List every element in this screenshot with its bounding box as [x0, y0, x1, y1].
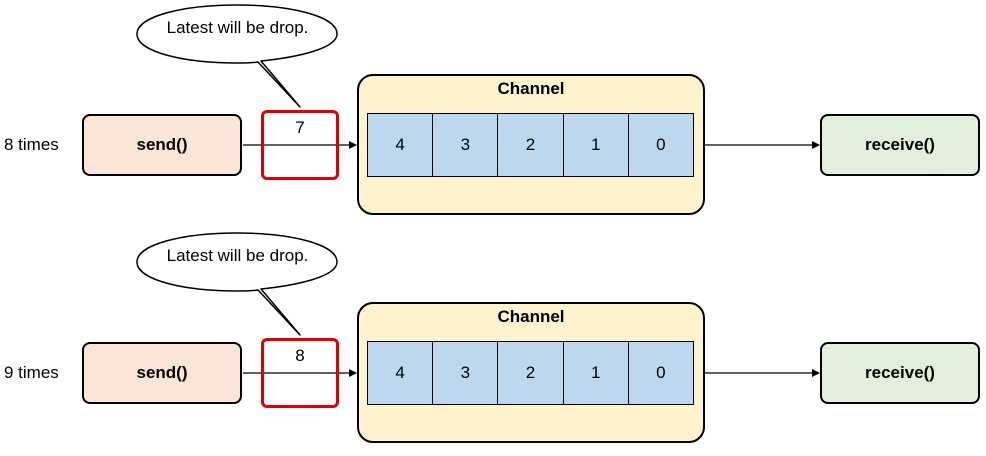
channel-title: Channel [497, 79, 565, 98]
buffer-slot: 0 [628, 114, 694, 176]
buffer-slot: 1 [563, 114, 629, 176]
buffer-slot: 4 [368, 114, 434, 176]
callout-text: Latest will be drop. [166, 18, 309, 37]
send-box: send() [82, 114, 242, 176]
buffer-slot: 2 [498, 342, 564, 404]
row-1-diagram: Latest will be drop. 8 times send() 7 Ch… [4, 4, 980, 215]
buffer-slot: 0 [628, 342, 694, 404]
callout-bubble [136, 232, 338, 336]
times-label: 8 times [4, 135, 59, 154]
receive-box: receive() [820, 342, 980, 404]
buffer-slot: 3 [433, 114, 499, 176]
row-2-diagram: Latest will be drop. 9 times send() 8 Ch… [0, 228, 986, 456]
channel-buffer: 4 3 2 1 0 [367, 341, 694, 405]
incoming-item-value: 7 [295, 118, 305, 137]
send-box: send() [82, 342, 242, 404]
channel-buffer: 4 3 2 1 0 [367, 113, 694, 177]
callout-text: Latest will be drop. [166, 246, 309, 265]
callout-bubble [136, 4, 338, 108]
times-label: 9 times [4, 363, 59, 382]
incoming-item-value: 8 [295, 346, 305, 365]
dropped-item-highlight [261, 338, 339, 408]
dropped-item-highlight [261, 110, 339, 180]
buffer-slot: 4 [368, 342, 434, 404]
buffer-slot: 3 [433, 342, 499, 404]
buffer-slot: 2 [498, 114, 564, 176]
buffer-slot: 1 [563, 342, 629, 404]
receive-box: receive() [820, 114, 980, 176]
channel-title: Channel [497, 307, 565, 326]
